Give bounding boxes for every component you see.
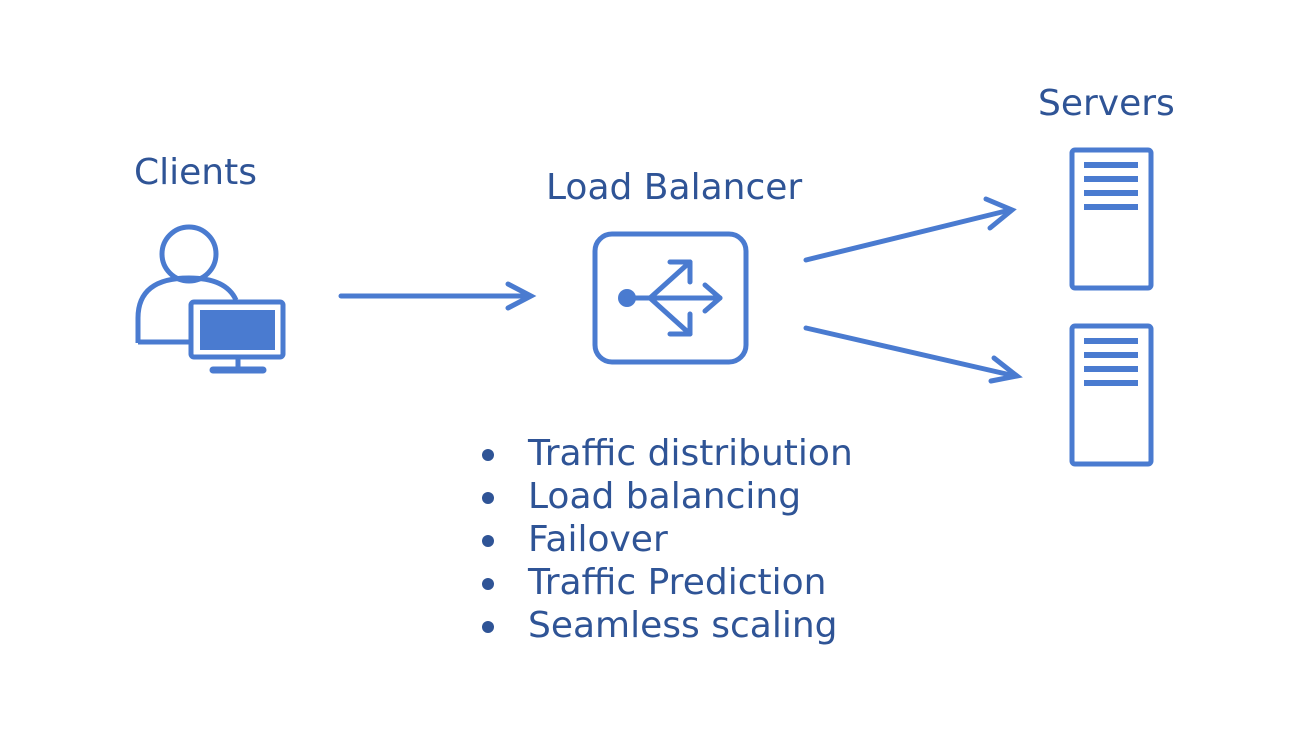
- arrow-to-server-2: [803, 325, 1023, 384]
- load-balancer-label: Load Balancer: [546, 167, 803, 208]
- feature-item: Seamless scaling: [478, 604, 853, 647]
- user-head-icon: [159, 224, 219, 284]
- arrow-to-load-balancer: [338, 281, 537, 311]
- server-icon: [1069, 147, 1154, 291]
- server-icon: [1069, 323, 1154, 467]
- feature-list: Traffic distribution Load balancing Fail…: [478, 432, 853, 647]
- clients-label: Clients: [134, 152, 257, 193]
- feature-item: Load balancing: [478, 475, 853, 518]
- arrow-to-server-1: [803, 196, 1017, 263]
- monitor-screen: [200, 310, 275, 350]
- feature-item: Traffic distribution: [478, 432, 853, 475]
- load-balancer-icon: [592, 231, 749, 365]
- client-icon: [135, 224, 286, 374]
- user-body-icon: [135, 275, 239, 343]
- servers-label: Servers: [1038, 83, 1175, 124]
- feature-item: Traffic Prediction: [478, 561, 853, 604]
- feature-item: Failover: [478, 518, 853, 561]
